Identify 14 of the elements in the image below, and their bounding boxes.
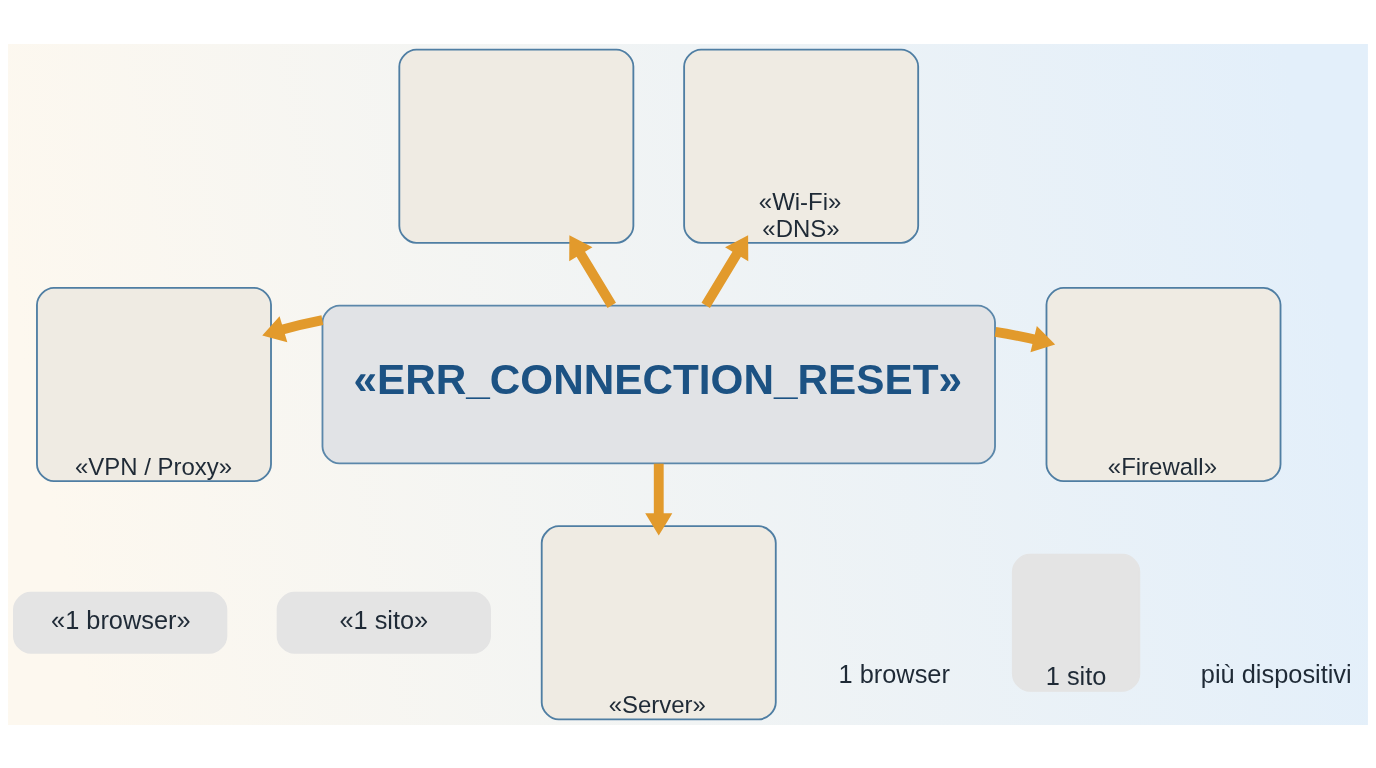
- arrow: [569, 234, 616, 308]
- node-box: «ERR_CONNECTION_RESET»: [321, 304, 996, 464]
- node-box: «Server»: [540, 524, 777, 720]
- arrow: [645, 463, 673, 535]
- node-box: «Wi-Fi» «DNS»: [683, 48, 920, 244]
- arrow: [994, 325, 1056, 352]
- node-box: «VPN / Proxy»: [36, 286, 272, 482]
- label: più dispositivi: [1200, 659, 1352, 688]
- arrow: [262, 314, 324, 342]
- arrow: [701, 234, 749, 308]
- node-box: [398, 48, 635, 244]
- node-box: «1 browser»: [13, 591, 228, 654]
- node-box: «Firewall»: [1045, 286, 1282, 482]
- label: 1 browser: [838, 659, 950, 688]
